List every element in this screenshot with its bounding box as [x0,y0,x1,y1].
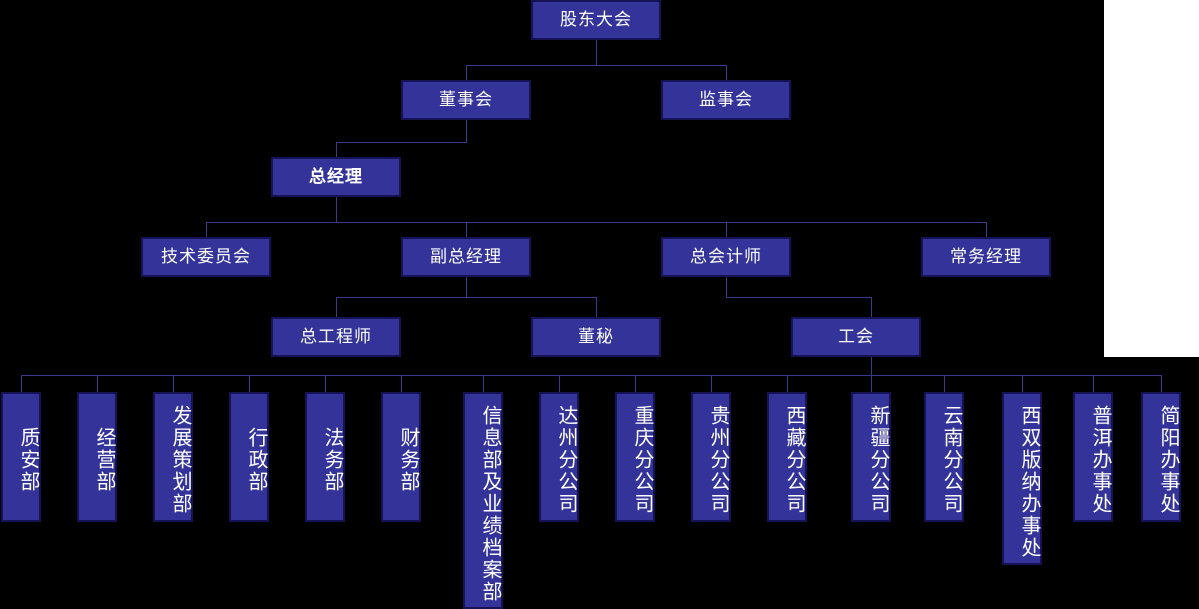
connector-tier2-bus [466,65,727,66]
node-branch-guizhou[interactable]: 贵州分公司 [691,392,731,522]
connector-deputy-to-children-v [466,277,467,297]
node-technical-committee[interactable]: 技术委员会 [141,237,271,277]
node-department-development-planning[interactable]: 发展策划部 [153,392,193,522]
connector-department-drop [787,375,788,392]
connector-chief-engineer-down [336,297,337,317]
connector-department-drop [21,375,22,392]
connector-departments-bus [21,375,1162,376]
node-branch-dazhou[interactable]: 达州分公司 [539,392,579,522]
node-board-secretary[interactable]: 董秘 [531,317,661,357]
connector-chief-accountant-down [726,222,727,237]
node-branch-tibet[interactable]: 西藏分公司 [767,392,807,522]
node-department-operations[interactable]: 经营部 [77,392,117,522]
node-department-finance[interactable]: 财务部 [381,392,421,522]
connector-tech-committee-down [206,222,207,237]
connector-board-directors-down [466,65,467,80]
connector-gm-down [336,197,337,222]
node-executive-manager[interactable]: 常务经理 [921,237,1051,277]
node-branch-yunnan[interactable]: 云南分公司 [924,392,964,522]
connector-department-drop [635,375,636,392]
connector-board-supervisors-down [726,65,727,80]
connector-union-down [871,357,872,375]
connector-department-drop [1161,375,1162,392]
connector-deputy-children-bus [336,297,597,298]
node-office-xishuangbanna[interactable]: 西双版纳办事处 [1002,392,1042,565]
node-board-of-supervisors[interactable]: 监事会 [661,80,791,120]
connector-department-drop [559,375,560,392]
connector-accountant-to-union-h [726,297,872,298]
node-office-jianyang[interactable]: 简阳办事处 [1141,392,1181,522]
connector-department-drop [871,375,872,392]
connector-department-drop [249,375,250,392]
white-panel [1104,0,1199,357]
connector-department-drop [173,375,174,392]
connector-directors-to-gm-h [336,142,467,143]
connector-directors-to-gm-v1 [466,120,467,142]
node-department-administration[interactable]: 行政部 [229,392,269,522]
node-deputy-general-manager[interactable]: 副总经理 [401,237,531,277]
connector-directors-to-gm-v2 [336,142,337,157]
node-branch-chongqing[interactable]: 重庆分公司 [615,392,655,522]
connector-department-drop [97,375,98,392]
node-board-of-directors[interactable]: 董事会 [401,80,531,120]
connector-department-drop [483,375,484,392]
node-labor-union[interactable]: 工会 [791,317,921,357]
connector-department-drop [711,375,712,392]
connector-department-drop [1022,375,1023,392]
node-general-manager[interactable]: 总经理 [271,157,401,197]
connector-department-drop [401,375,402,392]
connector-board-secretary-down [596,297,597,317]
connector-accountant-to-union-v1 [726,277,727,297]
node-department-quality-safety[interactable]: 质安部 [1,392,41,522]
connector-accountant-to-union-v2 [871,297,872,317]
node-office-puer[interactable]: 普洱办事处 [1073,392,1113,522]
node-branch-xinjiang[interactable]: 新疆分公司 [851,392,891,522]
node-department-legal[interactable]: 法务部 [305,392,345,522]
connector-executive-manager-down [986,222,987,237]
connector-tier4-bus [206,222,987,223]
node-chief-engineer[interactable]: 总工程师 [271,317,401,357]
connector-department-drop [1093,375,1094,392]
node-chief-accountant[interactable]: 总会计师 [661,237,791,277]
connector-shareholders-down [596,40,597,65]
connector-department-drop [325,375,326,392]
connector-department-drop [944,375,945,392]
connector-deputy-gm-down [466,222,467,237]
node-department-information-performance-archives[interactable]: 信息部及业绩档案部 [463,392,503,609]
node-shareholders-meeting[interactable]: 股东大会 [531,0,661,40]
